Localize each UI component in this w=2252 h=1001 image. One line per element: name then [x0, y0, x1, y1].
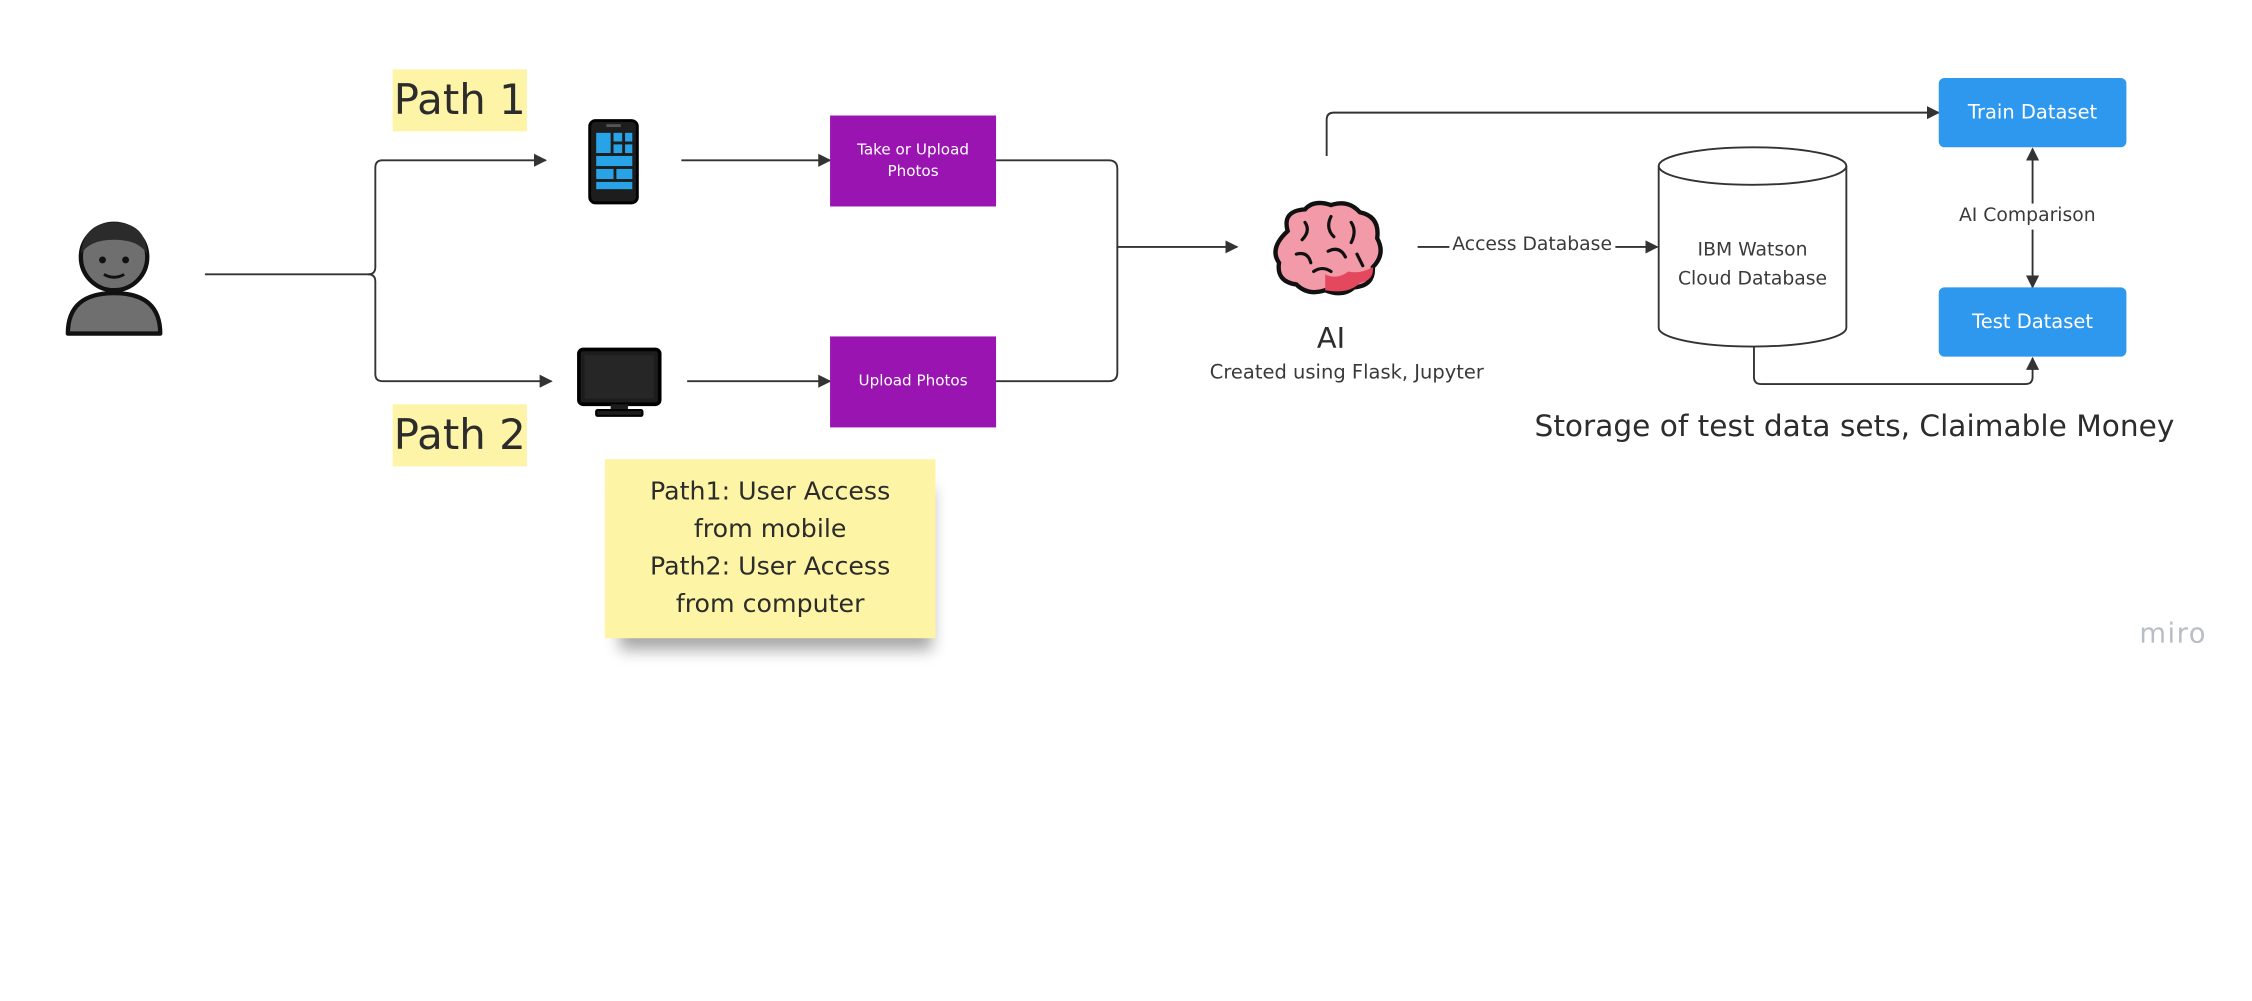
sticky-note: Path1: User Access from mobile Path2: Us…	[604, 459, 936, 639]
ai-comparison-label: AI Comparison	[1956, 203, 2099, 230]
ai-title: AI	[1316, 320, 1346, 356]
access-database-label: Access Database	[1449, 232, 1615, 259]
path-2-label: Path 2	[392, 404, 527, 467]
database-cylinder-icon	[1657, 146, 1848, 348]
train-dataset-box: Train Dataset	[1938, 77, 2127, 148]
sticky-note-line: from computer	[675, 590, 865, 620]
ai-subtitle: Created using Flask, Jupyter	[1209, 360, 1484, 385]
take-upload-to-ai-connector	[996, 159, 1239, 254]
upload-photos-box: Upload Photos	[830, 336, 997, 428]
desktop-monitor-icon	[576, 347, 663, 419]
database-label: IBM Watson Cloud Database	[1677, 239, 1828, 291]
take-or-upload-photos-box: Take or Upload Photos	[830, 115, 997, 207]
miro-logo: miro	[2139, 617, 2207, 650]
mobile-phone-icon	[588, 118, 640, 205]
upload-to-ai-connector	[996, 246, 1119, 383]
test-dataset-box: Test Dataset	[1938, 287, 2127, 357]
user-to-path1-connector	[204, 153, 547, 276]
ai-to-train-dataset-connector	[1325, 106, 1941, 156]
path-1-label: Path 1	[392, 69, 527, 132]
sticky-note-text: Path1: User Access from mobile Path2: Us…	[650, 474, 890, 624]
database-to-test-dataset-connector	[1753, 346, 2040, 386]
storage-caption: Storage of test data sets, Claimable Mon…	[1534, 408, 2175, 444]
user-icon	[64, 217, 165, 338]
sticky-note-line: from mobile	[693, 515, 847, 545]
user-to-path2-connector	[368, 273, 553, 388]
connector-layer	[204, 106, 2040, 388]
brain-icon	[1267, 199, 1385, 297]
sticky-note-line: Path1: User Access	[650, 477, 891, 507]
sticky-note-line: Path2: User Access	[650, 553, 891, 582]
